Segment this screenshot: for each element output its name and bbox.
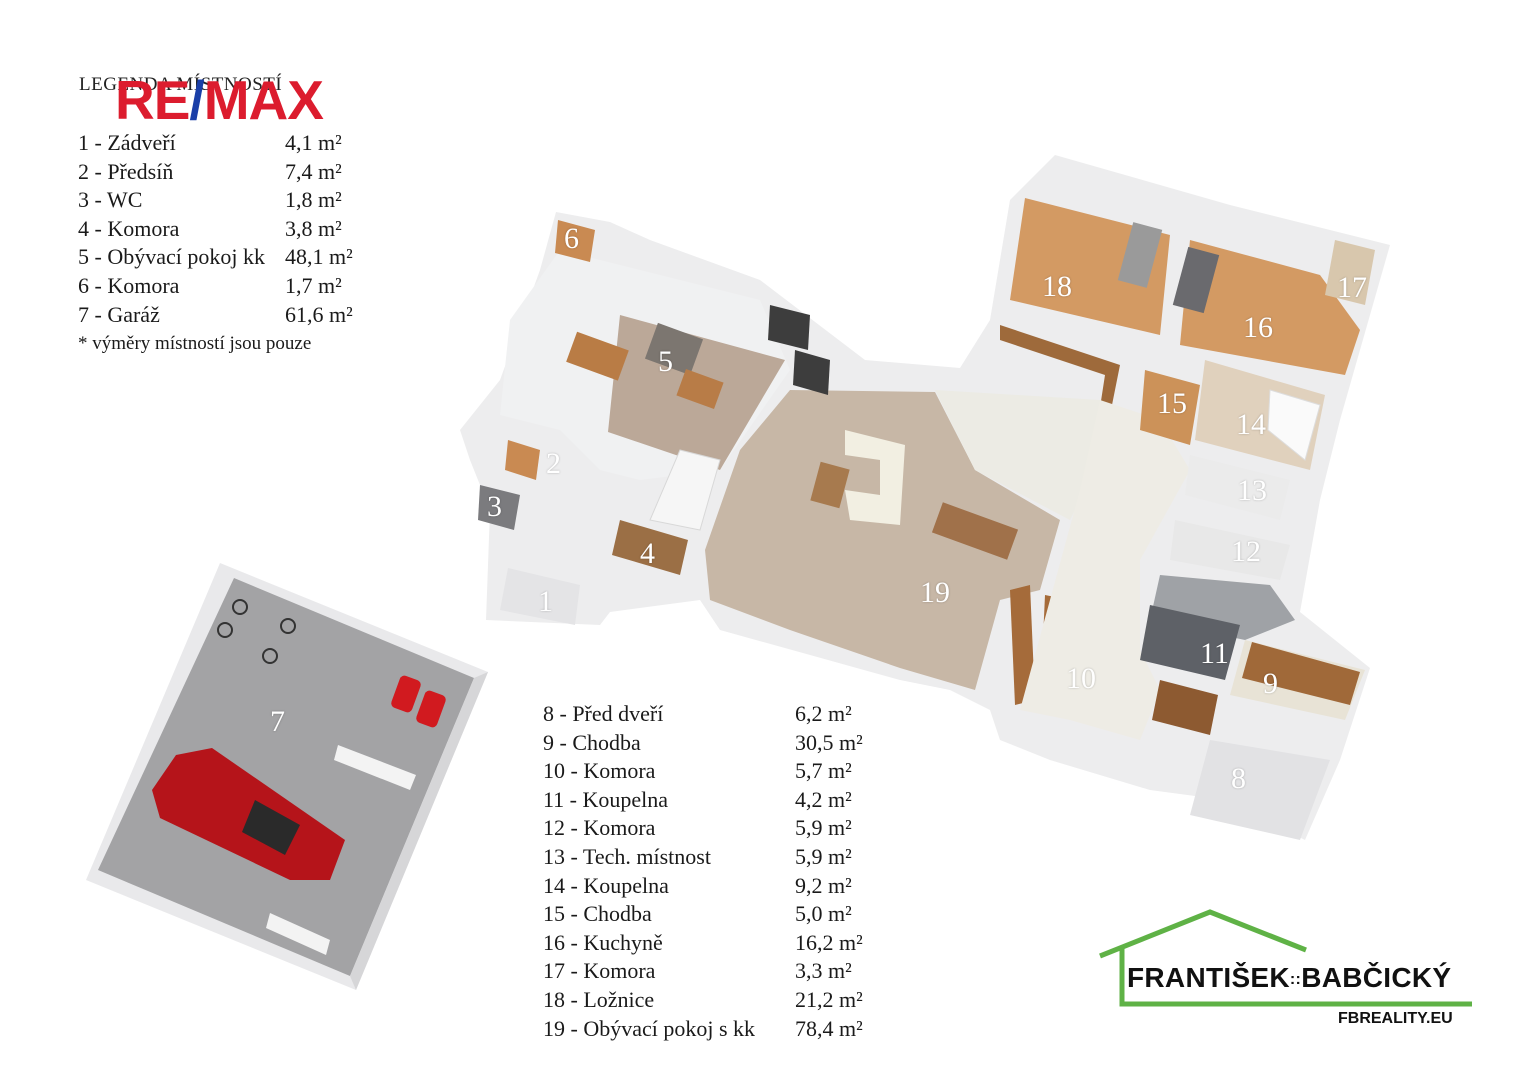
room-label-12: 12 — [1231, 535, 1261, 568]
garage-room — [86, 563, 488, 990]
lawnmower-icon — [416, 690, 446, 728]
room-11-floor — [1140, 605, 1240, 680]
room-4-floor — [612, 520, 688, 575]
room-label-17: 17 — [1337, 271, 1367, 304]
room-label-11: 11 — [1200, 637, 1229, 670]
room-1-floor — [500, 568, 580, 625]
room-12-floor — [1170, 520, 1290, 580]
bicycle-icon — [217, 599, 296, 664]
sofa-icon — [644, 322, 704, 376]
dining-table-icon — [931, 502, 1019, 560]
cabinet-wood — [1152, 680, 1218, 735]
kitchen-tile-floor — [935, 390, 1120, 520]
room-3-floor — [478, 485, 520, 530]
room-17-floor — [1325, 240, 1375, 305]
room-label-19: 19 — [920, 576, 950, 609]
staircase-left — [649, 449, 721, 531]
bed-icon — [1117, 222, 1163, 288]
room-19-floor — [705, 390, 1060, 690]
agent-logo-name: FRANTIŠEK::BABČICKÝ — [1127, 962, 1452, 993]
room-label-5: 5 — [658, 345, 673, 378]
room-label-4: 4 — [640, 537, 655, 570]
legend-note: * výměry místností jsou pouze — [78, 333, 312, 354]
room-label-2: 2 — [546, 447, 561, 480]
remax-logo: RE/MAX — [115, 69, 324, 131]
dining-table-icon — [566, 331, 629, 381]
house-roof-icon — [1099, 909, 1472, 1007]
fireplace-icon — [793, 350, 830, 395]
lawnmower-icon — [391, 675, 421, 713]
corner-sofa-icon — [845, 430, 905, 525]
room-6-floor — [555, 220, 595, 262]
room-label-1: 1 — [538, 585, 553, 618]
cabinet-wood — [1010, 585, 1035, 705]
room-label-15: 15 — [1157, 387, 1187, 420]
room-10-floor — [1020, 400, 1190, 740]
coffee-table-icon — [676, 369, 724, 409]
room-label-9: 9 — [1263, 667, 1278, 700]
room-label-16: 16 — [1243, 311, 1273, 344]
room-2-floor — [505, 440, 540, 480]
room-label-6: 6 — [564, 222, 579, 255]
room-label-13: 13 — [1237, 474, 1267, 507]
room-label-18: 18 — [1042, 270, 1072, 303]
agent-logo-url: FBREALITY.EU — [1338, 1010, 1453, 1027]
room-16-floor — [1180, 240, 1360, 375]
sofa-icon — [1172, 246, 1220, 314]
kitchen-counter — [1000, 325, 1120, 440]
room-15-floor — [1140, 370, 1200, 445]
room-18-floor — [1010, 198, 1170, 335]
cabinet-wood — [1242, 642, 1360, 705]
room-label-7: 7 — [270, 705, 285, 738]
room-13-floor — [1185, 455, 1290, 520]
coffee-table-icon — [810, 461, 850, 509]
room-label-14: 14 — [1236, 408, 1266, 441]
legend-title: LEGENDA MÍSTNOSTÍ — [79, 74, 283, 95]
bathtub-icon — [1267, 389, 1321, 461]
room-label-3: 3 — [487, 490, 502, 523]
car-icon — [152, 748, 345, 880]
room-8-floor — [1190, 740, 1330, 840]
room-label-10: 10 — [1066, 662, 1096, 695]
fireplace-icon — [768, 305, 810, 350]
room-label-8: 8 — [1231, 762, 1246, 795]
